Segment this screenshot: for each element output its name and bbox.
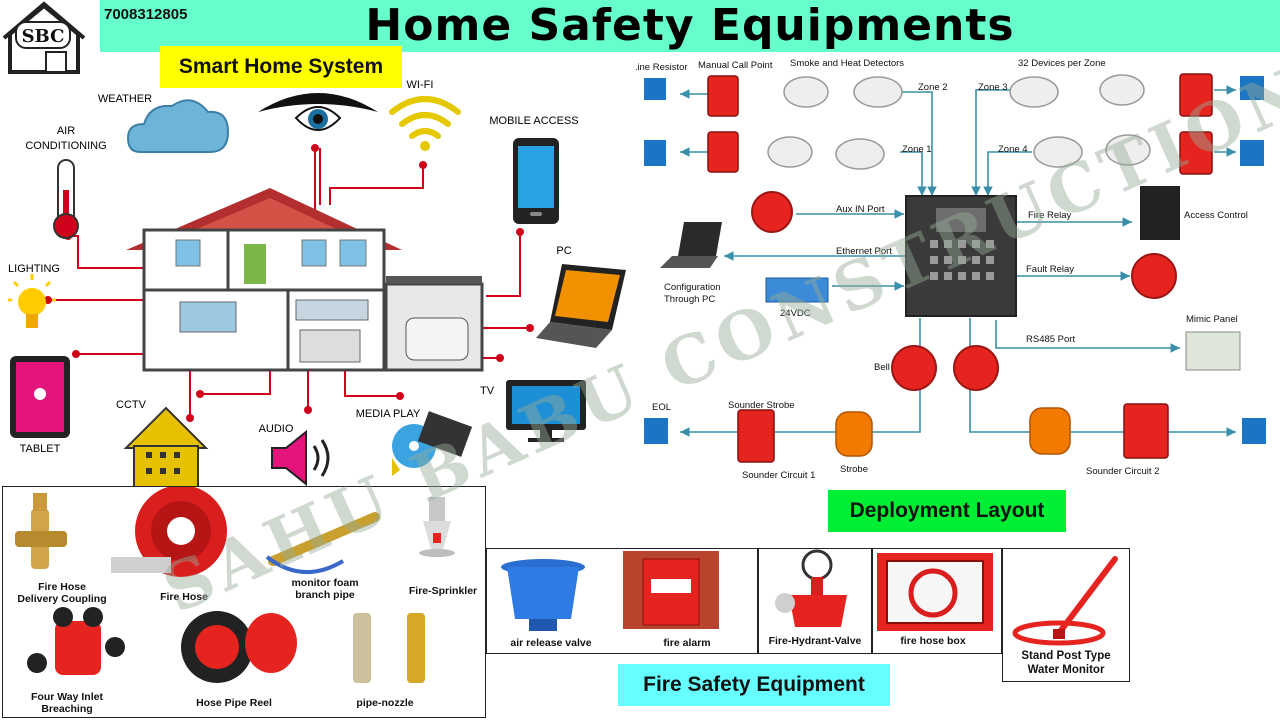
hose-box-icon	[877, 553, 993, 631]
mobile-icon	[513, 138, 559, 224]
svg-text:LIGHTING: LIGHTING	[8, 263, 60, 275]
reel-label: Hose Pipe Reel	[196, 697, 272, 709]
svg-text:Sounder Circuit 1: Sounder Circuit 1	[742, 470, 815, 481]
hose-reel-icon	[181, 611, 297, 683]
svg-text:Zone 4: Zone 4	[998, 144, 1028, 155]
fire-hose-icon	[111, 485, 227, 577]
svg-text:CONDITIONING: CONDITIONING	[25, 140, 106, 152]
speaker-icon	[271, 429, 330, 487]
coupling-icon	[15, 493, 67, 569]
house-illustration	[126, 188, 484, 372]
svg-text:Manual Call Point: Manual Call Point	[698, 60, 773, 71]
air-release-valve-icon	[501, 559, 585, 631]
svg-text:Sounder Circuit 2: Sounder Circuit 2	[1086, 466, 1159, 477]
svg-text:Access Control: Access Control	[1184, 210, 1248, 221]
smart-home-diagram: WEATHER WI-FI AIR CONDITIONING MOBILE AC…	[8, 80, 626, 490]
media-disc-icon	[392, 411, 473, 476]
svg-text:Zone 2: Zone 2	[918, 82, 948, 93]
wifi-icon	[389, 96, 461, 139]
svg-text:Zone 3: Zone 3	[978, 82, 1008, 93]
svg-text:Mimic Panel: Mimic Panel	[1186, 314, 1238, 325]
deployment-diagram: End of Line Resistor Manual Call Point S…	[636, 58, 1266, 481]
svg-text:TABLET: TABLET	[20, 443, 61, 455]
tablet-icon	[10, 356, 70, 438]
tv-icon	[506, 380, 586, 442]
cctv-icon	[123, 406, 209, 490]
svg-text:AIR: AIR	[57, 125, 75, 137]
cloud-icon	[126, 99, 230, 153]
svg-text:AUDIO: AUDIO	[259, 423, 294, 435]
svg-text:Aux IN Port: Aux IN Port	[836, 204, 885, 215]
svg-text:PC: PC	[556, 245, 571, 257]
svg-text:Smoke and Heat Detectors: Smoke and Heat Detectors	[790, 58, 904, 69]
laptop-icon	[536, 264, 626, 348]
equipment-panel-hose-box: fire hose box	[872, 548, 1002, 654]
svg-text:Sounder Strobe: Sounder Strobe	[728, 400, 795, 411]
svg-text:Zone 1: Zone 1	[902, 144, 932, 155]
svg-text:RS485 Port: RS485 Port	[1026, 334, 1075, 345]
equipment-panel-hydrant: Fire-Hydrant-Valve	[758, 548, 872, 654]
svg-text:Through PC: Through PC	[664, 294, 715, 305]
svg-text:Bell: Bell	[874, 362, 890, 373]
svg-text:SBC: SBC	[22, 26, 65, 47]
logo: SBC	[0, 0, 98, 76]
svg-text:WEATHER: WEATHER	[98, 93, 152, 105]
svg-text:32 Devices per Zone: 32 Devices per Zone	[1018, 58, 1106, 69]
equipment-panel-valve-alarm: air release valve fire alarm	[486, 548, 758, 654]
water-monitor-icon	[1012, 556, 1118, 646]
svg-text:MOBILE ACCESS: MOBILE ACCESS	[489, 115, 578, 127]
hydrant-valve-icon	[775, 549, 847, 627]
svg-text:Fire Relay: Fire Relay	[1028, 210, 1072, 221]
svg-text:MEDIA PLAY: MEDIA PLAY	[356, 408, 421, 420]
foam-branch-icon	[265, 512, 380, 574]
deployment-label: Deployment Layout	[828, 490, 1066, 532]
fire-safety-label: Fire Safety Equipment	[618, 664, 890, 706]
thermometer-icon	[53, 159, 79, 239]
title-bar	[100, 0, 1280, 52]
hose-box-label: fire hose box	[900, 635, 966, 647]
svg-text:EOL: EOL	[652, 402, 671, 413]
house-logo-icon: SBC	[2, 1, 86, 74]
nozzle-icon	[353, 613, 425, 683]
config-laptop-icon	[660, 222, 722, 268]
smart-home-label: Smart Home System	[160, 46, 402, 88]
svg-text:Configuration: Configuration	[664, 282, 721, 293]
svg-text:End of Line Resistor: End of Line Resistor	[636, 62, 688, 73]
svg-text:TV: TV	[480, 385, 495, 397]
eye-icon	[258, 93, 378, 131]
svg-text:Strobe: Strobe	[840, 464, 868, 475]
light-bulb-icon	[8, 274, 56, 328]
svg-text:24VDC: 24VDC	[780, 308, 811, 319]
air-valve-label: air release valve	[510, 637, 592, 649]
nozzle-label: pipe-nozzle	[356, 697, 414, 709]
svg-text:Ethernet Port: Ethernet Port	[836, 246, 892, 257]
sprinkler-icon	[419, 497, 455, 557]
page-title: Home Safety Equipments	[365, 0, 1015, 51]
svg-text:Fault Relay: Fault Relay	[1026, 264, 1074, 275]
inlet-breaching-icon	[27, 607, 125, 675]
svg-text:CCTV: CCTV	[116, 399, 147, 411]
hydrant-label: Fire-Hydrant-Valve	[768, 635, 862, 647]
svg-text:WI-FI: WI-FI	[407, 80, 434, 91]
phone-number: 7008312805	[104, 6, 188, 23]
fire-alarm-label: fire alarm	[663, 637, 711, 649]
fire-hose-label: Fire Hose	[160, 591, 208, 603]
sprinkler-label: Fire-Sprinkler	[408, 585, 478, 597]
